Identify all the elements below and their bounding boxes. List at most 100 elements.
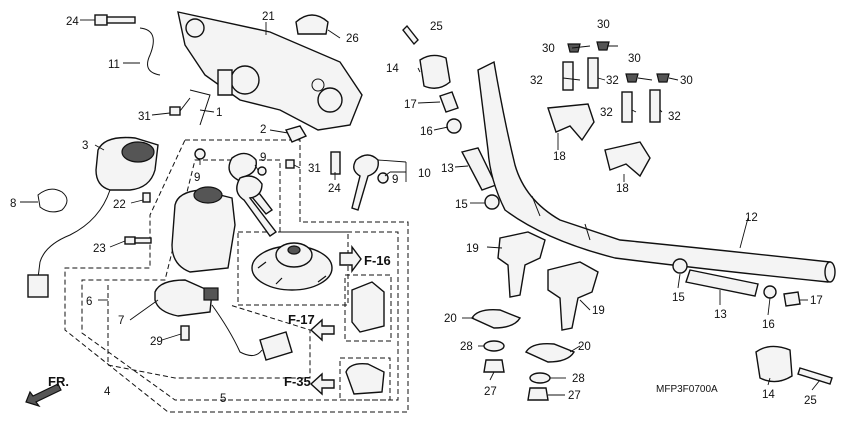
cap-30-b — [596, 41, 610, 51]
callout-6: 6 — [86, 296, 92, 308]
callout-9: 9 — [194, 172, 200, 184]
callout-32: 32 — [668, 111, 681, 123]
upper-holder-a — [547, 103, 595, 142]
washer-28-b — [529, 372, 551, 384]
leader-lines — [20, 19, 821, 396]
callout-25: 25 — [430, 21, 443, 33]
callout-19: 19 — [592, 305, 605, 317]
nut-16 — [446, 118, 462, 134]
callout-32: 32 — [606, 75, 619, 87]
callout-17: 17 — [404, 99, 417, 111]
ignition-switch — [171, 189, 236, 273]
bar-end-collar-17-right — [783, 291, 801, 307]
callout-10: 10 — [418, 168, 431, 180]
rubber-15-right — [672, 258, 688, 274]
callout-30: 30 — [680, 75, 693, 87]
callout-11: 11 — [108, 59, 120, 71]
cap-30-c — [625, 73, 639, 83]
switch-wire — [37, 189, 111, 279]
bolt-32-d — [649, 89, 661, 123]
bolt-31b — [285, 159, 295, 169]
diagram-code: MFP3F0700A — [656, 384, 718, 395]
ref-arrow-f35 — [309, 372, 335, 396]
top-bridge — [177, 11, 363, 131]
callout-8: 8 — [10, 198, 16, 210]
screw-23-head — [124, 236, 136, 245]
callout-23: 23 — [93, 243, 106, 255]
seat-lock-switch — [154, 279, 213, 317]
callout-27: 27 — [484, 386, 497, 398]
bar-end-weight-14-right — [755, 345, 793, 383]
fuel-cap-outline — [237, 231, 349, 306]
bolt-32-c — [621, 91, 633, 123]
washer-9-left — [194, 148, 206, 160]
callout-5: 5 — [220, 393, 226, 405]
callout-18: 18 — [616, 183, 629, 195]
assembly-outline-5 — [81, 159, 399, 401]
callout-2: 2 — [260, 124, 266, 136]
screw-22 — [142, 192, 151, 203]
callout-29: 29 — [150, 336, 163, 348]
fork-clamp-left — [185, 18, 205, 38]
handlebar-end — [824, 261, 836, 283]
stem-cap-nut — [295, 14, 329, 35]
callout-12: 12 — [745, 212, 758, 224]
callout-20: 20 — [578, 341, 591, 353]
callout-31: 31 — [138, 111, 151, 123]
wire-clip — [139, 27, 161, 76]
rubber-15 — [484, 194, 500, 210]
spare-key — [351, 154, 379, 211]
ignition-key-b — [236, 175, 278, 237]
callout-21: 21 — [262, 11, 275, 23]
callout-13: 13 — [714, 309, 727, 321]
callout-7: 7 — [118, 315, 124, 327]
callout-28: 28 — [460, 341, 473, 353]
ref-f16: F-16 — [364, 253, 391, 268]
fuel-cap-lock — [275, 242, 313, 268]
callout-14: 14 — [762, 389, 775, 401]
screw-29 — [180, 325, 190, 341]
bolt-31-shank — [179, 97, 191, 112]
nut-16-right — [763, 285, 777, 299]
ref-f35: F-35 — [284, 374, 311, 389]
callout-27: 27 — [568, 390, 581, 402]
ref-arrow-f16 — [339, 244, 362, 274]
bridge-bolt-hole — [311, 78, 325, 92]
callout-19: 19 — [466, 243, 479, 255]
bar-end-weight-14 — [419, 54, 451, 89]
bolt-24-shank — [106, 16, 136, 24]
screw-23-shank — [134, 237, 152, 244]
callout-15: 15 — [672, 292, 685, 304]
nut-27-a — [483, 359, 505, 373]
callout-1: 1 — [216, 107, 222, 119]
callout-20: 20 — [444, 313, 457, 325]
callout-9: 9 — [260, 152, 266, 164]
callout-24: 24 — [66, 16, 79, 28]
seat-lock-switch-tab — [203, 287, 219, 301]
assembly-outline-6 — [107, 285, 311, 379]
handlebar-knurl-marks — [531, 195, 591, 241]
lock-f35-outline — [339, 357, 391, 401]
lower-holder-b — [547, 261, 599, 331]
callout-labels: 24 11 21 26 31 1 2 3 8 22 23 9 9 31 24 9… — [10, 11, 823, 407]
bolt-24-head — [94, 14, 108, 26]
callout-18: 18 — [553, 151, 566, 163]
callout-30: 30 — [597, 19, 610, 31]
plate-20-b — [524, 342, 576, 363]
fuel-cap-keyhole — [287, 245, 301, 255]
callout-26: 26 — [346, 33, 359, 45]
bolt-32-b — [587, 57, 599, 89]
callout-32: 32 — [600, 107, 613, 119]
wire-clip-8 — [37, 188, 68, 213]
fork-clamp-right — [317, 87, 343, 113]
screw-25-top — [402, 24, 419, 46]
bolt-24b — [330, 151, 341, 175]
callout-3: 3 — [82, 140, 88, 152]
callout-25: 25 — [804, 395, 817, 407]
assembly-outline-4 — [64, 139, 409, 413]
switch-connector — [27, 274, 49, 298]
callout-30: 30 — [542, 43, 555, 55]
callout-31: 31 — [308, 163, 321, 175]
